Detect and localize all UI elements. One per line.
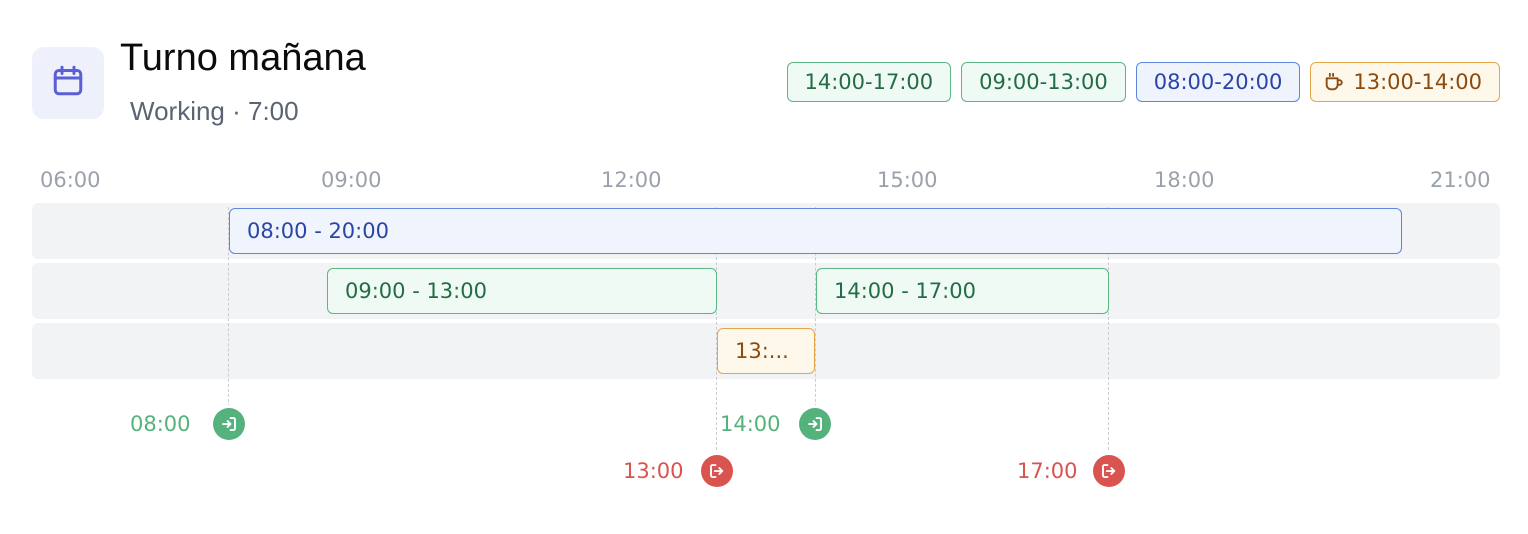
- clock-in-time: 08:00: [130, 412, 191, 436]
- calendar-icon: [50, 63, 86, 104]
- badge-break-13-14[interactable]: 13:00-14:00: [1310, 62, 1500, 102]
- guide-line-13-00: [716, 207, 717, 455]
- shift-subtitle: Working · 7:00: [130, 96, 299, 126]
- badge-label: 08:00-20:00: [1153, 70, 1283, 94]
- badge-shift-09-13[interactable]: 09:00-13:00: [961, 62, 1126, 102]
- clock-out-time: 13:00: [623, 459, 684, 483]
- guide-line-08-00: [228, 207, 229, 407]
- axis-tick: 09:00: [321, 168, 382, 192]
- axis-tick: 21:00: [1430, 168, 1491, 192]
- shift-bar-09-13[interactable]: 09:00 - 13:00: [327, 268, 717, 314]
- page-title: Turno mañana: [120, 37, 366, 79]
- bar-label: 14:00 - 17:00: [834, 279, 976, 303]
- logout-icon[interactable]: [1093, 455, 1125, 487]
- clock-in-time: 14:00: [720, 412, 781, 436]
- coffee-cup-icon: [1323, 71, 1345, 93]
- bar-label: 09:00 - 13:00: [345, 279, 487, 303]
- badge-shift-08-20[interactable]: 08:00-20:00: [1135, 62, 1301, 102]
- axis-tick: 18:00: [1154, 168, 1215, 192]
- timeline-row-2: [32, 263, 1500, 319]
- axis-tick: 12:00: [601, 168, 662, 192]
- logout-icon[interactable]: [701, 455, 733, 487]
- bar-label: 08:00 - 20:00: [247, 219, 389, 243]
- axis-tick: 15:00: [877, 168, 938, 192]
- break-bar-13-14[interactable]: 13:...: [717, 328, 815, 374]
- badge-label: 13:00-14:00: [1353, 70, 1482, 94]
- login-icon[interactable]: [799, 408, 831, 440]
- guide-line-14-00: [815, 207, 816, 407]
- axis-tick: 06:00: [40, 168, 101, 192]
- bar-label: 13:...: [735, 339, 789, 363]
- guide-line-17-00: [1108, 207, 1109, 455]
- badge-shift-14-17[interactable]: 14:00-17:00: [786, 62, 952, 102]
- calendar-icon-container: [32, 47, 104, 119]
- shift-bar-14-17[interactable]: 14:00 - 17:00: [816, 268, 1109, 314]
- login-icon[interactable]: [213, 408, 245, 440]
- shift-badges: 14:00-17:00 09:00-13:00 08:00-20:00 13:0…: [786, 62, 1500, 102]
- clock-out-time: 17:00: [1017, 459, 1078, 483]
- badge-label: 14:00-17:00: [804, 70, 934, 94]
- shift-bar-08-20[interactable]: 08:00 - 20:00: [229, 208, 1402, 254]
- badge-label: 09:00-13:00: [979, 70, 1108, 94]
